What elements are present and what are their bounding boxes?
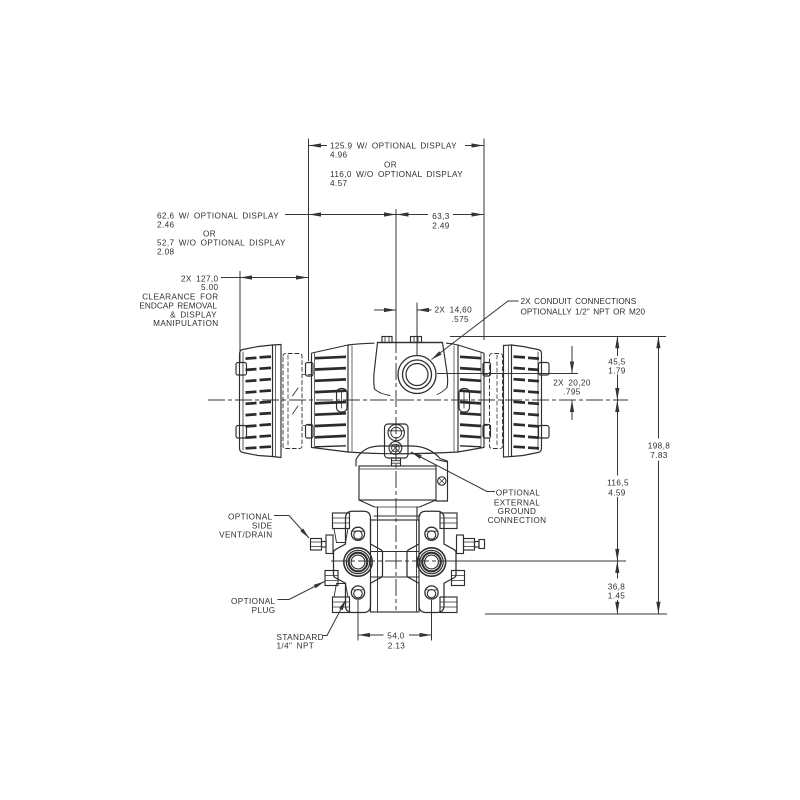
svg-text:.795: .795	[563, 388, 581, 397]
svg-text:2.08: 2.08	[157, 248, 175, 257]
svg-text:4.96: 4.96	[330, 151, 348, 160]
svg-text:2X 127,0: 2X 127,0	[181, 275, 219, 284]
svg-text:2.46: 2.46	[157, 221, 175, 230]
svg-text:198,8: 198,8	[648, 442, 670, 451]
svg-text:4.57: 4.57	[330, 179, 348, 188]
svg-text:VENT/DRAIN: VENT/DRAIN	[219, 531, 272, 540]
svg-text:SIDE: SIDE	[252, 522, 273, 531]
svg-text:EXTERNAL: EXTERNAL	[494, 499, 540, 508]
svg-text:OPTIONAL: OPTIONAL	[228, 513, 273, 522]
svg-text:125.9 W/ OPTIONAL DISPLAY: 125.9 W/ OPTIONAL DISPLAY	[330, 142, 457, 151]
svg-text:52,7 W/O OPTIONAL DISPLAY: 52,7 W/O OPTIONAL DISPLAY	[157, 239, 286, 248]
svg-text:CONNECTION: CONNECTION	[488, 516, 547, 525]
svg-text:1.45: 1.45	[608, 592, 626, 601]
svg-text:OPTIONAL: OPTIONAL	[231, 597, 276, 606]
svg-text:OR: OR	[203, 230, 216, 239]
svg-text:OPTIONALLY 1/2" NPT OR M20: OPTIONALLY 1/2" NPT OR M20	[521, 308, 646, 317]
svg-text:63,3: 63,3	[432, 212, 450, 221]
svg-text:2.49: 2.49	[432, 221, 450, 230]
svg-text:OR: OR	[384, 161, 397, 170]
svg-text:1/4" NPT: 1/4" NPT	[277, 642, 315, 651]
svg-text:116,0 W/O OPTIONAL DISPLAY: 116,0 W/O OPTIONAL DISPLAY	[330, 170, 463, 179]
svg-text:7.83: 7.83	[650, 451, 668, 460]
svg-text:2X 14,60: 2X 14,60	[435, 305, 473, 314]
svg-text:MANIPULATION: MANIPULATION	[153, 319, 218, 328]
svg-text:2.13: 2.13	[388, 641, 406, 650]
svg-text:CLEARANCE FOR: CLEARANCE FOR	[142, 293, 218, 302]
svg-text:STANDARD: STANDARD	[277, 633, 324, 642]
svg-text:2X CONDUIT CONNECTIONS: 2X CONDUIT CONNECTIONS	[521, 297, 637, 306]
svg-text:36,8: 36,8	[608, 583, 626, 592]
svg-text:OPTIONAL: OPTIONAL	[496, 489, 541, 498]
svg-text:116,5: 116,5	[607, 479, 629, 488]
svg-text:4.59: 4.59	[608, 489, 626, 498]
svg-text:PLUG: PLUG	[252, 606, 276, 615]
svg-text:54,0: 54,0	[387, 632, 405, 641]
svg-text:.575: .575	[452, 315, 470, 324]
svg-text:45,5: 45,5	[608, 358, 626, 367]
svg-text:& DISPLAY: & DISPLAY	[170, 311, 217, 320]
svg-text:ENDCAP REMOVAL: ENDCAP REMOVAL	[139, 302, 217, 311]
svg-text:GROUND: GROUND	[498, 507, 537, 516]
svg-text:62,6 W/ OPTIONAL DISPLAY: 62,6 W/ OPTIONAL DISPLAY	[157, 212, 279, 221]
svg-text:1.79: 1.79	[608, 367, 626, 376]
svg-text:5.00: 5.00	[201, 283, 219, 292]
svg-text:2X 20,20: 2X 20,20	[553, 379, 591, 388]
